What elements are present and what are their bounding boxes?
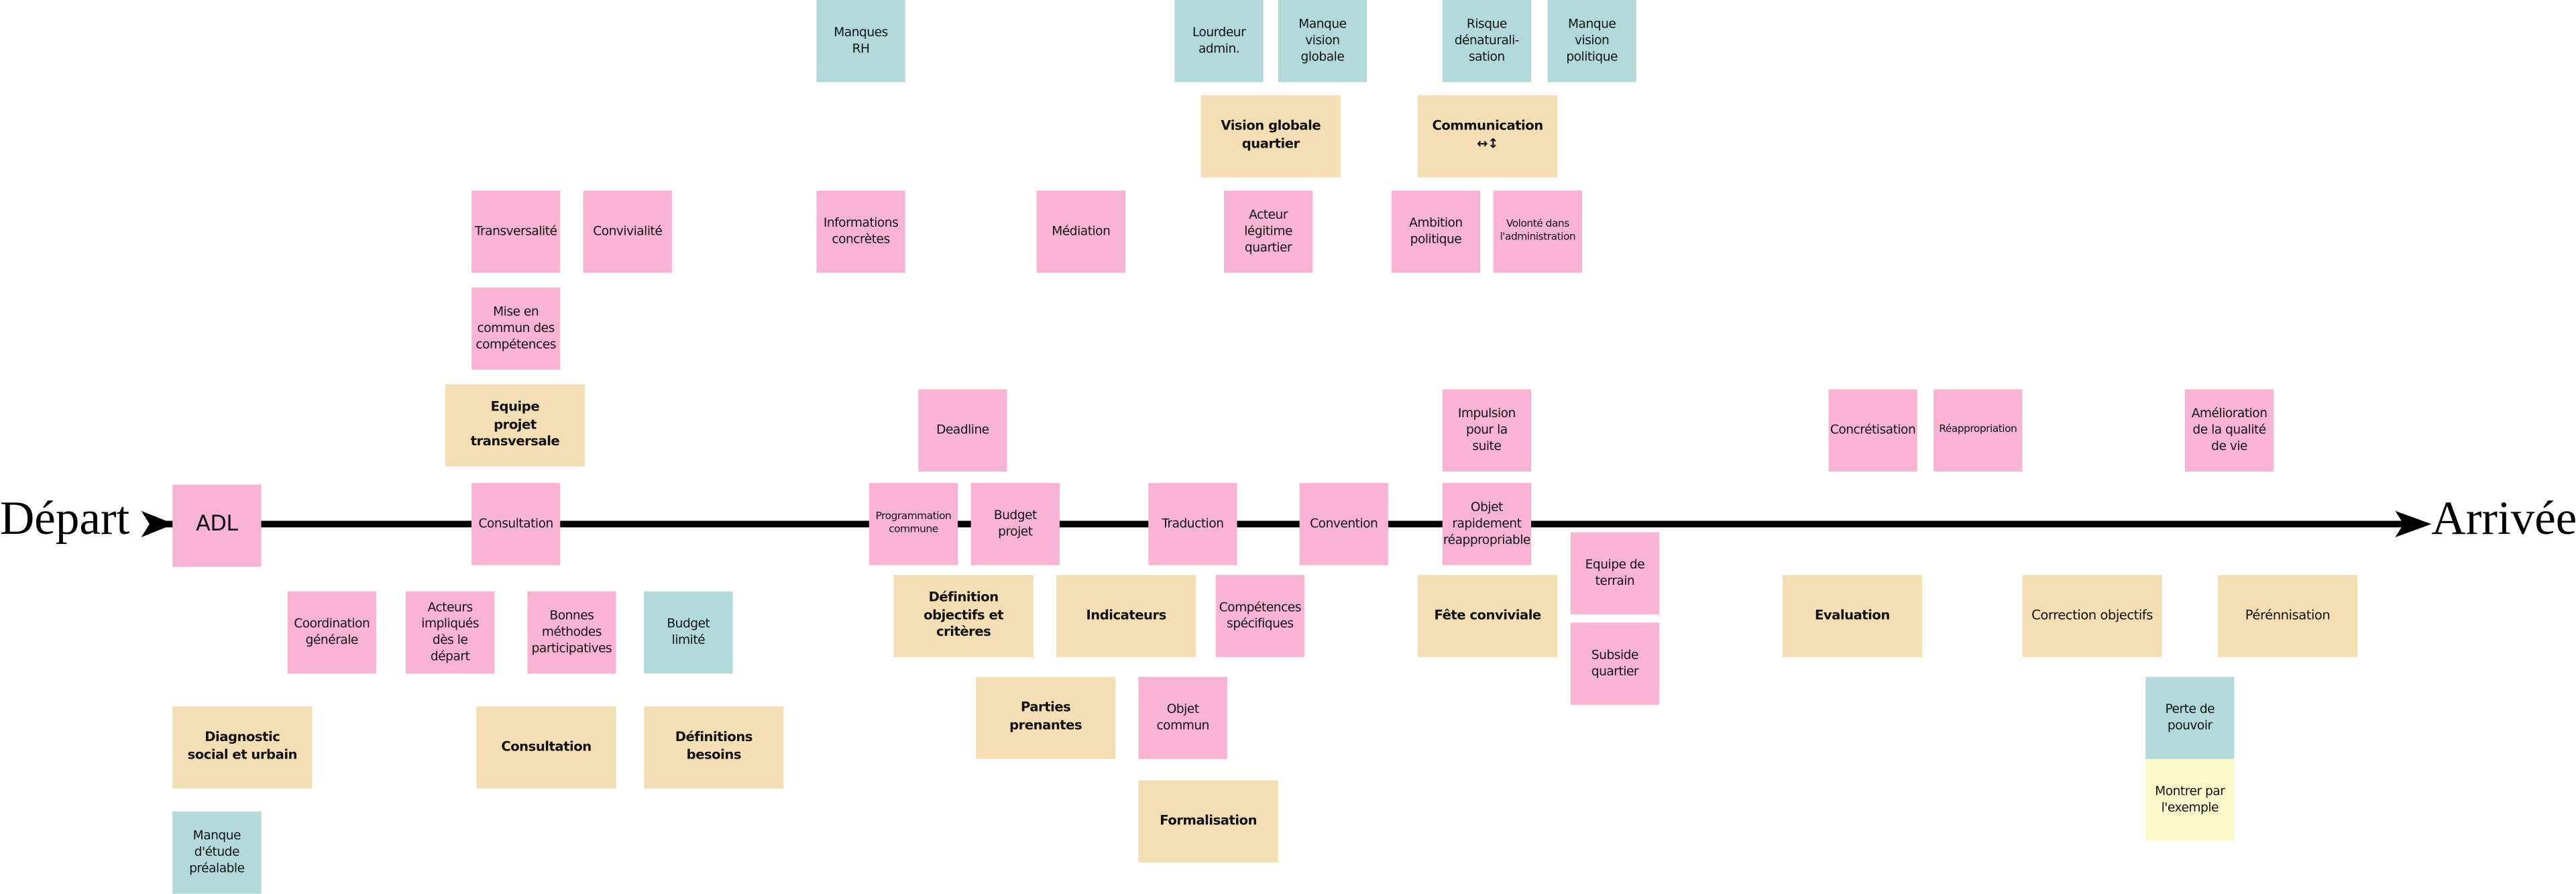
note-factor[interactable]: Ambition politique (1391, 190, 1481, 273)
note-obstacle[interactable]: Manque vision globale (1278, 0, 1367, 82)
note-step[interactable]: Formalisation (1138, 780, 1278, 863)
note-factor[interactable]: Mise en commun des compétences (471, 287, 561, 370)
note-obstacle[interactable]: Manque d'étude préalable (172, 812, 262, 894)
note-obstacle[interactable]: Budget limité (644, 591, 733, 674)
note-obstacle[interactable]: Manques RH (816, 0, 905, 82)
note-factor[interactable]: Subside quartier (1570, 622, 1660, 705)
note-step[interactable]: Evaluation (1782, 575, 1923, 657)
note-factor[interactable]: Convivialité (583, 190, 672, 273)
start-label: Départ (0, 492, 130, 546)
note-obstacle[interactable]: Manque vision politique (1547, 0, 1636, 82)
note-factor[interactable]: Equipe de terrain (1570, 532, 1660, 615)
note-milestone[interactable]: Traduction (1148, 483, 1237, 565)
note-step[interactable]: Définitions besoins (644, 706, 784, 789)
note-obstacle[interactable]: Risque dénaturali- sation (1442, 0, 1532, 82)
note-step[interactable]: Diagnostic social et urbain (172, 706, 313, 789)
note-milestone[interactable]: Consultation (471, 483, 561, 565)
note-factor[interactable]: Amélioration de la qualité de vie (2184, 389, 2274, 472)
start-arrow-icon (141, 510, 174, 538)
note-factor[interactable]: Bonnes méthodes participatives (527, 591, 616, 674)
note-solution[interactable]: Montrer par l'exemple (2145, 759, 2235, 842)
note-factor[interactable]: Deadline (918, 389, 1007, 472)
note-obstacle[interactable]: Lourdeur admin. (1174, 0, 1264, 82)
note-step[interactable]: Correction objectifs (2022, 575, 2162, 657)
note-step[interactable]: Définition objectifs et critères (893, 575, 1033, 657)
note-step[interactable]: Pérénnisation (2217, 575, 2358, 657)
note-factor[interactable]: Acteurs impliqués dès le départ (406, 591, 495, 674)
note-factor[interactable]: Volonté dans l'administration (1493, 190, 1582, 273)
note-step[interactable]: Parties prenantes (976, 677, 1116, 759)
note-factor[interactable]: Concrétisation (1828, 389, 1917, 472)
note-milestone[interactable]: Programmation commune (869, 483, 958, 565)
note-obstacle[interactable]: Perte de pouvoir (2145, 677, 2235, 759)
note-factor[interactable]: Transversalité (471, 190, 561, 273)
note-factor[interactable]: Coordination générale (287, 591, 376, 674)
note-step[interactable]: Fête conviviale (1418, 575, 1558, 657)
note-step[interactable]: Vision globale quartier (1200, 95, 1341, 178)
note-milestone[interactable]: Budget projet (970, 483, 1060, 565)
note-factor[interactable]: Réappropriation (1934, 389, 2023, 472)
note-step[interactable]: Indicateurs (1056, 575, 1196, 657)
note-factor[interactable]: Informations concrètes (816, 190, 905, 273)
note-milestone[interactable]: Objet rapidement réappropriable (1442, 483, 1532, 565)
end-arrow-icon (2395, 510, 2432, 538)
timeline-axis (164, 520, 2418, 528)
note-step[interactable]: Equipe projet transversale (445, 384, 585, 467)
note-milestone[interactable]: ADL (172, 484, 262, 567)
note-factor[interactable]: Compétences spécifiques (1215, 575, 1304, 657)
note-step[interactable]: Communication ↔↕ (1418, 95, 1558, 178)
note-factor[interactable]: Médiation (1036, 190, 1125, 273)
note-step[interactable]: Consultation (476, 706, 616, 789)
end-label: Arrivée (2431, 492, 2576, 546)
note-factor[interactable]: Acteur légitime quartier (1223, 190, 1313, 273)
note-milestone[interactable]: Convention (1299, 483, 1388, 565)
note-factor[interactable]: Impulsion pour la suite (1442, 389, 1532, 472)
note-factor[interactable]: Objet commun (1138, 677, 1227, 759)
